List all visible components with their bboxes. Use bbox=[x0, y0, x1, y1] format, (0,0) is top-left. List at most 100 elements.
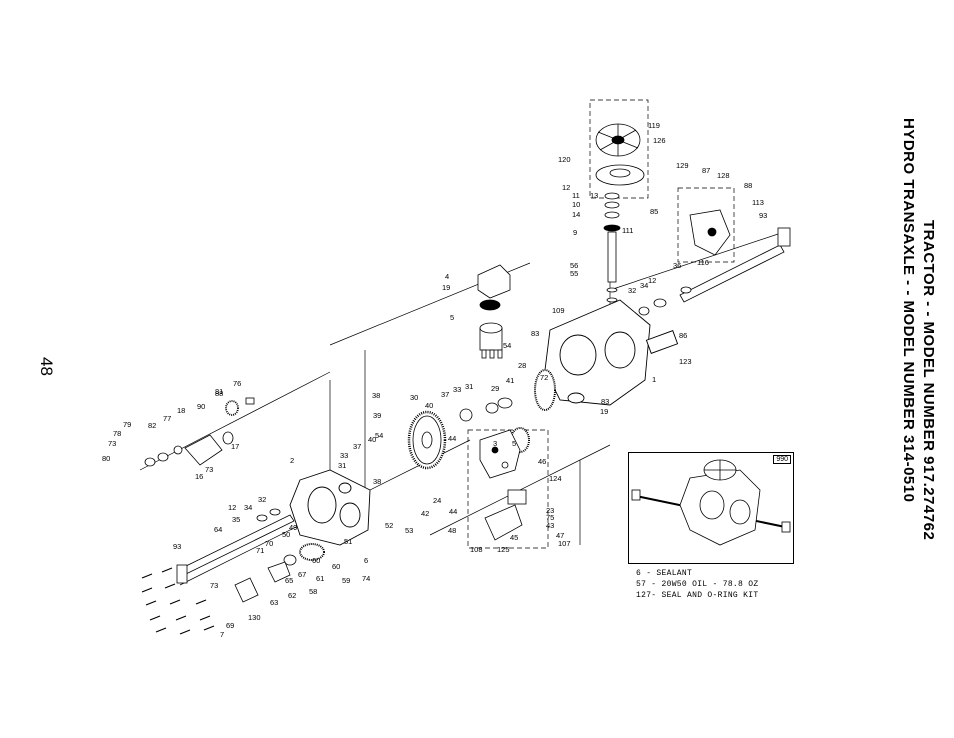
part-number-label: 123 bbox=[679, 357, 692, 366]
part-number-label: 31 bbox=[465, 382, 473, 391]
part-number-label: 72 bbox=[540, 373, 548, 382]
part-number-label: 87 bbox=[702, 166, 710, 175]
part-number-label: 71 bbox=[256, 546, 264, 555]
diagram-title-line-1: TRACTOR - - MODEL NUMBER 917.274762 bbox=[920, 220, 937, 541]
part-number-label: 23 bbox=[546, 506, 554, 515]
part-number-label: 124 bbox=[549, 474, 562, 483]
part-number-label: 32 bbox=[628, 286, 636, 295]
part-number-label: 77 bbox=[163, 414, 171, 423]
part-number-label: 46 bbox=[538, 457, 546, 466]
part-number-label: 11 bbox=[572, 191, 580, 200]
part-number-label: 76 bbox=[233, 379, 241, 388]
lower-gear-icon bbox=[234, 543, 325, 603]
brake-assembly-icon bbox=[144, 397, 255, 467]
part-number-label: 70 bbox=[265, 539, 273, 548]
legend-item: 127- SEAL AND O-RING KIT bbox=[636, 591, 759, 600]
part-number-label: 5 bbox=[450, 313, 454, 322]
part-number-label: 55 bbox=[570, 269, 578, 278]
part-number-label: 39 bbox=[373, 411, 381, 420]
part-number-label: 3 bbox=[493, 439, 497, 448]
legend-item: 57 - 20W50 OIL - 78.8 OZ bbox=[636, 580, 759, 589]
part-number-label: 9 bbox=[573, 228, 577, 237]
part-number-label: 32 bbox=[258, 495, 266, 504]
part-number-label: 36 bbox=[673, 261, 681, 270]
part-number-label: 126 bbox=[653, 136, 666, 145]
part-number-label: 53 bbox=[405, 526, 413, 535]
bracket-icon bbox=[689, 209, 731, 256]
part-number-label: 120 bbox=[558, 155, 571, 164]
part-number-label: 86 bbox=[679, 331, 687, 340]
part-number-label: 6 bbox=[364, 556, 368, 565]
part-number-label: 73 bbox=[210, 581, 218, 590]
part-number-label: 90 bbox=[197, 402, 205, 411]
part-number-label: 67 bbox=[298, 570, 306, 579]
part-number-label: 45 bbox=[510, 533, 518, 542]
part-number-label: 47 bbox=[556, 531, 564, 540]
right-axle-icon bbox=[638, 227, 791, 316]
part-number-label: 69 bbox=[226, 621, 234, 630]
diagram-title-line-2: HYDRO TRANSAXLE - - MODEL NUMBER 314-051… bbox=[900, 118, 917, 503]
part-number-label: 88 bbox=[744, 181, 752, 190]
part-number-label: 12 bbox=[648, 276, 656, 285]
part-number-label: 19 bbox=[600, 407, 608, 416]
upper-housing-icon bbox=[544, 299, 679, 406]
part-number-label: 29 bbox=[491, 384, 499, 393]
part-number-label: 81 bbox=[215, 387, 223, 396]
part-number-label: 83 bbox=[531, 329, 539, 338]
part-number-label: 60 bbox=[312, 556, 320, 565]
part-number-label: 35 bbox=[232, 515, 240, 524]
part-number-label: 74 bbox=[362, 574, 370, 583]
part-number-label: 109 bbox=[552, 306, 565, 315]
part-number-label: 64 bbox=[214, 525, 222, 534]
part-number-label: 40 bbox=[368, 435, 376, 444]
fan-icon bbox=[595, 123, 645, 186]
part-number-label: 31 bbox=[338, 461, 346, 470]
part-number-label: 44 bbox=[448, 434, 456, 443]
part-number-label: 28 bbox=[518, 361, 526, 370]
part-number-label: 59 bbox=[342, 576, 350, 585]
part-number-label: 54 bbox=[503, 341, 511, 350]
part-number-label: 85 bbox=[650, 207, 658, 216]
part-number-label: 93 bbox=[173, 542, 181, 551]
part-number-label: 38 bbox=[373, 477, 381, 486]
part-number-label: 38 bbox=[372, 391, 380, 400]
part-number-label: 73 bbox=[205, 465, 213, 474]
part-number-label: 113 bbox=[752, 198, 764, 207]
part-number-label: 65 bbox=[285, 576, 293, 585]
part-number-label: 107 bbox=[558, 539, 571, 548]
center-section-icon bbox=[479, 429, 527, 541]
part-number-label: 49 bbox=[289, 523, 297, 532]
axis-line bbox=[139, 371, 331, 471]
part-number-label: 80 bbox=[102, 454, 110, 463]
part-number-label: 108 bbox=[470, 545, 483, 554]
part-number-label: 119 bbox=[648, 121, 660, 130]
part-number-label: 61 bbox=[316, 574, 324, 583]
part-number-label: 33 bbox=[340, 451, 348, 460]
part-number-label: 19 bbox=[442, 283, 450, 292]
input-shaft-icon bbox=[603, 192, 621, 303]
assembled-view-inset: 990 bbox=[628, 452, 794, 564]
part-number-label: 75 bbox=[546, 513, 554, 522]
part-number-label: 52 bbox=[385, 521, 393, 530]
axis-line bbox=[609, 229, 791, 291]
part-number-label: 48 bbox=[448, 526, 456, 535]
part-number-label: 12 bbox=[228, 503, 236, 512]
part-number-label: 82 bbox=[148, 421, 156, 430]
bracket-box bbox=[677, 187, 735, 263]
part-number-label: 13 bbox=[590, 191, 598, 200]
part-number-label: 42 bbox=[421, 509, 429, 518]
part-number-label: 125 bbox=[497, 545, 510, 554]
part-number-label: 16 bbox=[195, 472, 203, 481]
part-number-label: 18 bbox=[177, 406, 185, 415]
part-number-label: 37 bbox=[353, 442, 361, 451]
left-axle-icon bbox=[176, 508, 295, 584]
part-number-label: 79 bbox=[123, 420, 131, 429]
inset-reference-tag: 990 bbox=[773, 455, 791, 464]
assembled-transaxle-icon bbox=[631, 459, 791, 546]
bolt-set-icon bbox=[141, 567, 215, 635]
part-number-label: 50 bbox=[282, 530, 290, 539]
part-number-label: 12 bbox=[562, 183, 570, 192]
